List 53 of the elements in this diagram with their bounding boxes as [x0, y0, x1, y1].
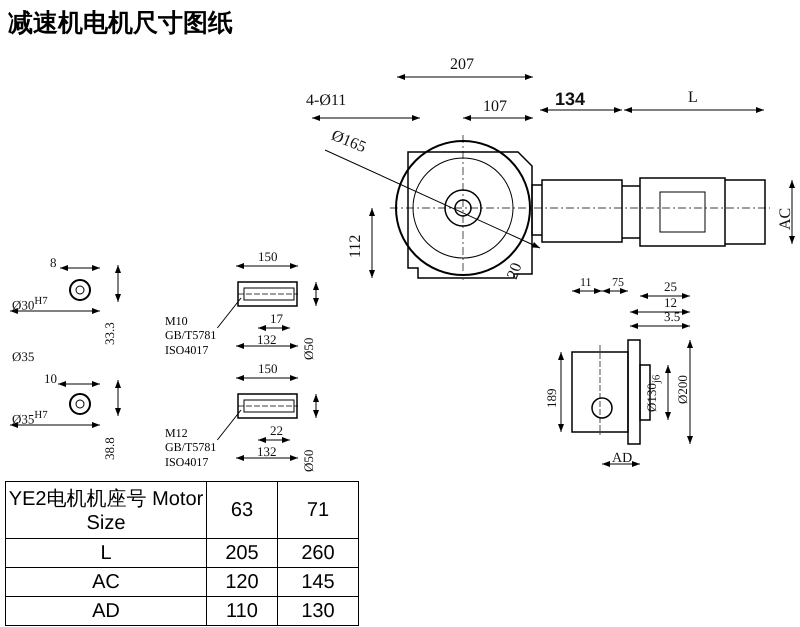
dimension-label: 25: [664, 280, 677, 293]
dimension-label: 33.3: [103, 322, 116, 345]
dimension-label: 150: [258, 250, 278, 263]
callout-text: ISO4017: [165, 454, 210, 470]
table-cell: 110: [206, 596, 278, 626]
table-cell: 63: [206, 482, 278, 538]
diagram-title: 减速机电机尺寸图纸: [8, 8, 233, 39]
dimension-label: 112: [348, 234, 364, 258]
callout-text: M12: [165, 426, 189, 440]
dimension-label: 132: [257, 445, 276, 458]
dimension-label: 3.5: [664, 310, 680, 323]
dimension-label: L: [688, 90, 698, 106]
table-cell: YE2电机机座号 Motor Size: [6, 482, 206, 538]
dimension-label: 132: [257, 333, 276, 346]
callout-text: ISO4017: [165, 342, 210, 358]
table-cell: 145: [278, 568, 358, 596]
table-cell: AD: [6, 596, 206, 626]
dimension-label: 189: [545, 388, 558, 408]
table-cell: 71: [278, 482, 358, 538]
dimension-label: 11: [580, 276, 592, 288]
dimension-label: 12: [664, 296, 677, 309]
table-cell: 260: [278, 538, 358, 568]
dimension-label: 107: [483, 99, 507, 115]
dimension-label: Ø30$^{H7}$: [12, 296, 48, 312]
dimension-label: 8: [50, 256, 56, 269]
dimension-label: Ø35$^{H7}$: [12, 410, 48, 426]
dimension-label: 4-Ø11: [306, 93, 346, 109]
dimension-label: AC: [778, 208, 794, 230]
dimension-label: 75: [612, 276, 624, 288]
table-cell: 205: [206, 538, 278, 568]
callout-text: GB/T5781: [165, 440, 216, 455]
dimension-label: 22: [270, 424, 283, 437]
callout-text: GB/T5781: [165, 328, 216, 343]
dimension-label: 150: [258, 362, 278, 375]
dimension-label: Ø50: [302, 338, 315, 360]
leader-line: [216, 298, 242, 328]
leader-line: [216, 410, 242, 440]
dimension-label: 20: [505, 260, 526, 282]
dimension-label: Ø35: [12, 350, 34, 363]
dimension-label: Ø200: [676, 375, 689, 404]
table-cell: 120: [206, 568, 278, 596]
table-cell: L: [6, 538, 206, 568]
dimension-label: 10: [44, 372, 57, 385]
dimension-label: AD: [612, 452, 632, 466]
dimension-label: Ø50: [302, 450, 315, 472]
dimension-label: 17: [270, 312, 283, 325]
table-cell: 130: [278, 596, 358, 626]
table-cell: AC: [6, 568, 206, 596]
dimension-label: Ø165: [329, 128, 368, 156]
dimension-label: 134: [555, 90, 586, 108]
callout-text: M10: [165, 314, 189, 328]
dimension-label: 38.8: [103, 437, 116, 460]
dimension-label: 207: [450, 57, 474, 73]
